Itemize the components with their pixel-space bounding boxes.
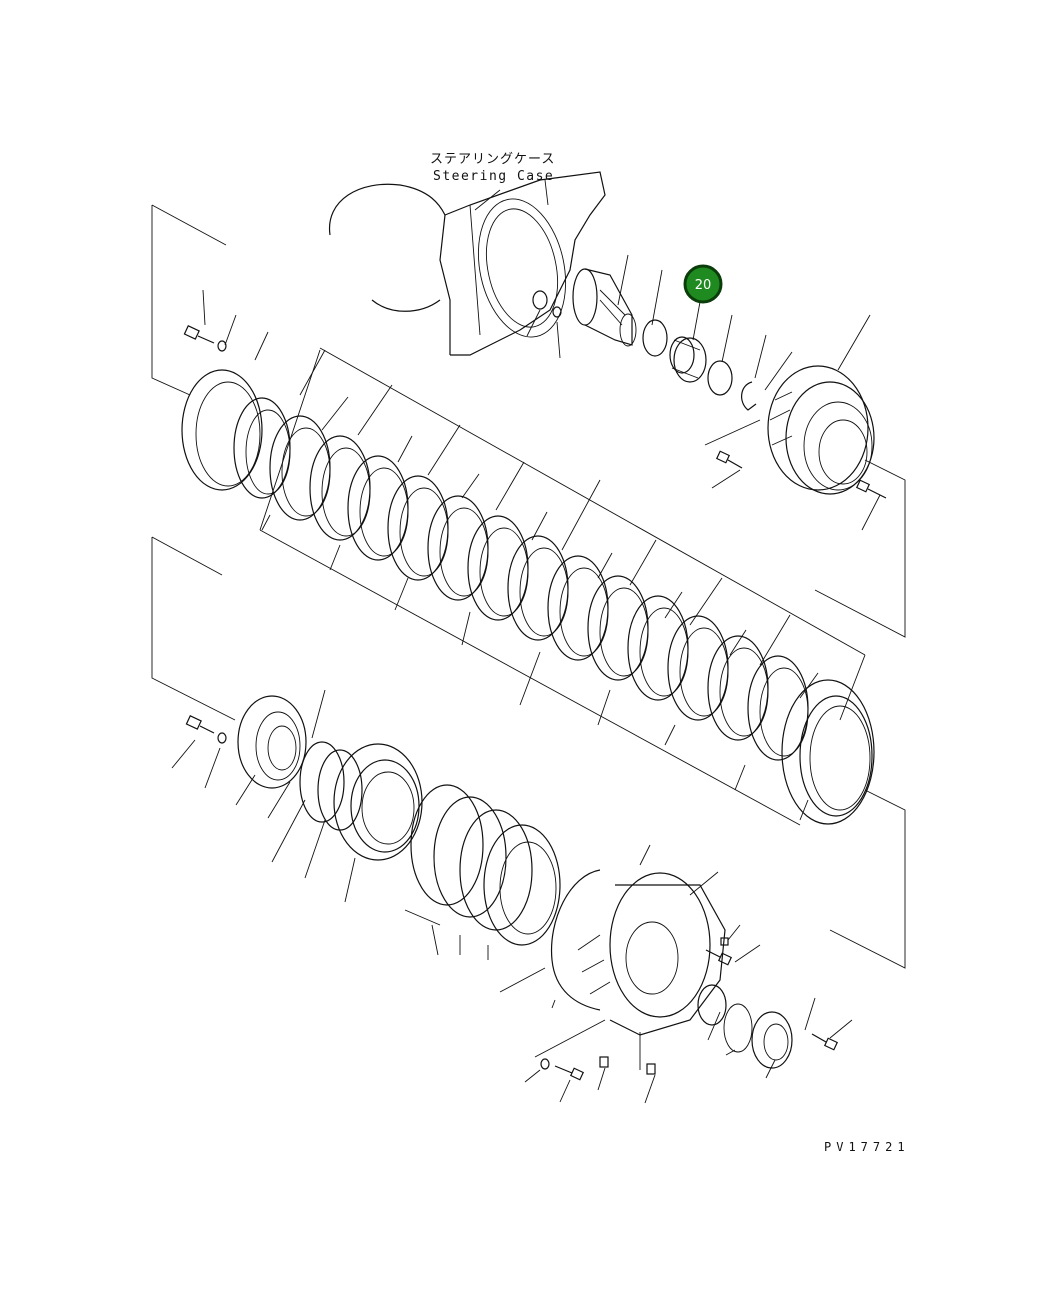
clutch-plate-stack bbox=[181, 369, 875, 825]
friction-disc-4 bbox=[483, 824, 561, 946]
bolt-top-right-2 bbox=[855, 479, 887, 499]
bolt-top-left bbox=[183, 325, 215, 344]
bolt-lower-center bbox=[554, 1065, 585, 1081]
callout-badge-label: 20 bbox=[695, 278, 712, 293]
seal-ring-lower-1 bbox=[299, 741, 345, 823]
leader-lines-lower-right bbox=[499, 844, 853, 1104]
leader-lines-lower-left bbox=[171, 689, 489, 960]
bolt-lower-right-1 bbox=[705, 949, 733, 966]
snap-ring bbox=[741, 381, 757, 411]
washer-lower-center bbox=[540, 1058, 550, 1070]
steering-case-label-en: Steering Case bbox=[433, 169, 554, 184]
bolt-top-right-1 bbox=[715, 450, 743, 469]
assembly-frame-lines bbox=[151, 204, 906, 969]
leader-lines-stack bbox=[261, 349, 819, 821]
input-shaft bbox=[572, 268, 637, 347]
callout-badge-20[interactable]: 20 bbox=[683, 264, 723, 304]
friction-disc-3 bbox=[459, 809, 533, 931]
small-washer bbox=[552, 306, 562, 318]
cover-plate bbox=[751, 1011, 793, 1069]
oil-seal bbox=[697, 984, 727, 1026]
clutch-housing-top bbox=[767, 365, 875, 495]
washer-top-left bbox=[217, 340, 227, 352]
plug bbox=[599, 1056, 609, 1068]
dowel bbox=[720, 937, 729, 946]
callout-badge-circle[interactable] bbox=[683, 264, 723, 304]
bolt-lower-left bbox=[185, 715, 215, 734]
steering-case-label-jp: ステアリングケース bbox=[430, 152, 555, 167]
o-ring bbox=[723, 1003, 753, 1053]
nut bbox=[532, 290, 548, 310]
seal-ring-lower-2 bbox=[317, 749, 363, 831]
breather bbox=[646, 1063, 656, 1075]
bearing bbox=[669, 336, 707, 383]
friction-disc-4-inner bbox=[499, 841, 557, 935]
seal-ring bbox=[642, 319, 668, 357]
friction-disc-1 bbox=[410, 784, 484, 906]
steering-case-housing bbox=[329, 171, 606, 356]
thrust-ring bbox=[707, 360, 733, 396]
piston-assembly bbox=[237, 695, 307, 789]
drawing-code: PV17721 bbox=[824, 1140, 910, 1154]
washer-lower-left bbox=[217, 732, 227, 744]
gear-ring bbox=[333, 743, 423, 861]
friction-disc-2 bbox=[433, 796, 507, 918]
leader-lines-top bbox=[202, 254, 881, 531]
bolt-lower-right-2 bbox=[811, 1033, 839, 1051]
